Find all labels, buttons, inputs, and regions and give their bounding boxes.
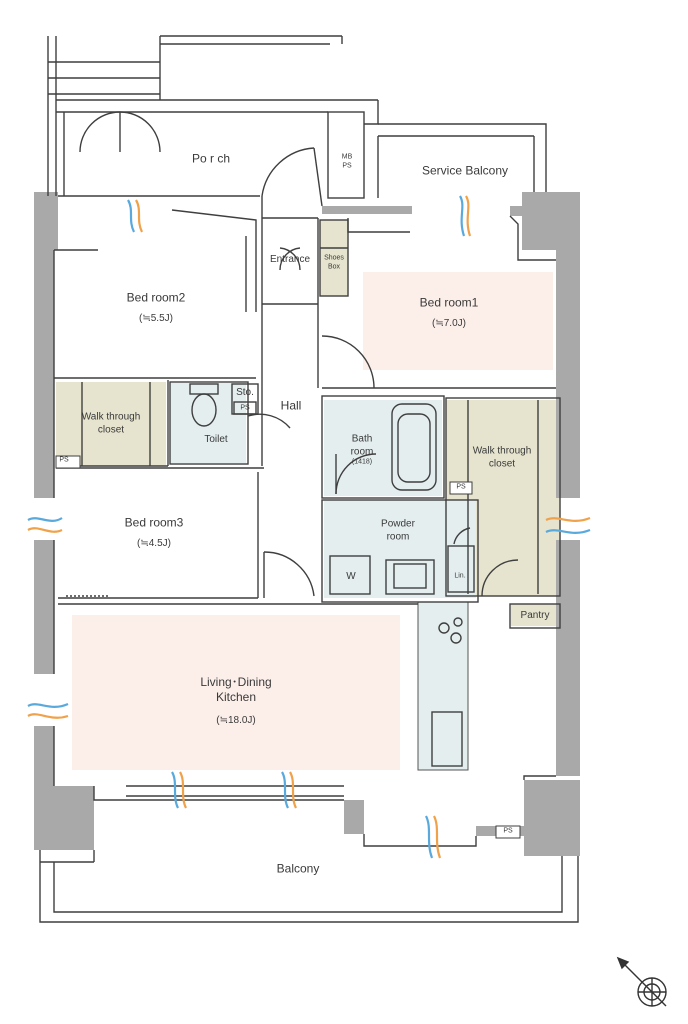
walk-closet-left-label: Walk through closet: [81, 411, 141, 436]
bedroom1-floor: [363, 272, 553, 370]
ldk-size: (≒18.0J): [216, 714, 256, 726]
toilet-label: Toilet: [204, 433, 228, 445]
bedroom3-label: Bed room3: [124, 515, 184, 530]
plan-lines: [39, 35, 579, 923]
bedroom1-size: (≒7.0J): [432, 317, 466, 329]
walk-closet-left-floor: [56, 382, 166, 466]
ps-label-left: PS: [59, 456, 69, 464]
ps-label-closet: PS: [456, 483, 466, 491]
bedroom2-label: Bed room2: [126, 290, 186, 305]
bath-label: Bath room: [350, 433, 374, 458]
service-balcony-label: Service Balcony: [421, 163, 509, 178]
kitchen-counter: [417, 601, 469, 771]
ps-label-toilet: PS: [240, 404, 250, 412]
hall-label: Hall: [280, 398, 302, 413]
porch-label: Po r ch: [191, 151, 231, 166]
bath-floor: [324, 400, 442, 496]
storage-label: Sto.: [236, 386, 254, 398]
pantry-floor: [511, 604, 559, 626]
entrance-label: Entrance: [269, 253, 311, 265]
balcony-label: Balcony: [276, 861, 320, 876]
pantry-label: Pantry: [520, 609, 550, 621]
powder-floor: [324, 500, 476, 598]
shoes-box-label: Shoes Box: [324, 254, 344, 270]
ps-boxes: [55, 455, 521, 839]
bedroom1-label: Bed room1: [419, 295, 479, 310]
shoes-box-floor: [320, 220, 348, 296]
window-markers: [27, 195, 591, 859]
toilet-floor: [170, 383, 246, 463]
washer-label: W: [346, 570, 356, 582]
ps-label-balcony: PS: [503, 827, 513, 835]
compass-icon: [616, 956, 667, 1007]
bath-size: (1418): [351, 458, 373, 466]
walk-closet-right-label: Walk through closet: [472, 445, 532, 470]
ldk-label: Living･Dining Kitchen: [200, 675, 272, 704]
ldk-floor: [72, 615, 400, 770]
bedroom2-size: (≒5.5J): [139, 312, 173, 324]
mbps-label: MB PS: [341, 153, 353, 169]
structural-walls: [34, 192, 580, 856]
powder-label: Powder room: [381, 518, 415, 543]
bedroom3-size: (≒4.5J): [137, 537, 171, 549]
linen-label: Lin.: [454, 572, 466, 580]
